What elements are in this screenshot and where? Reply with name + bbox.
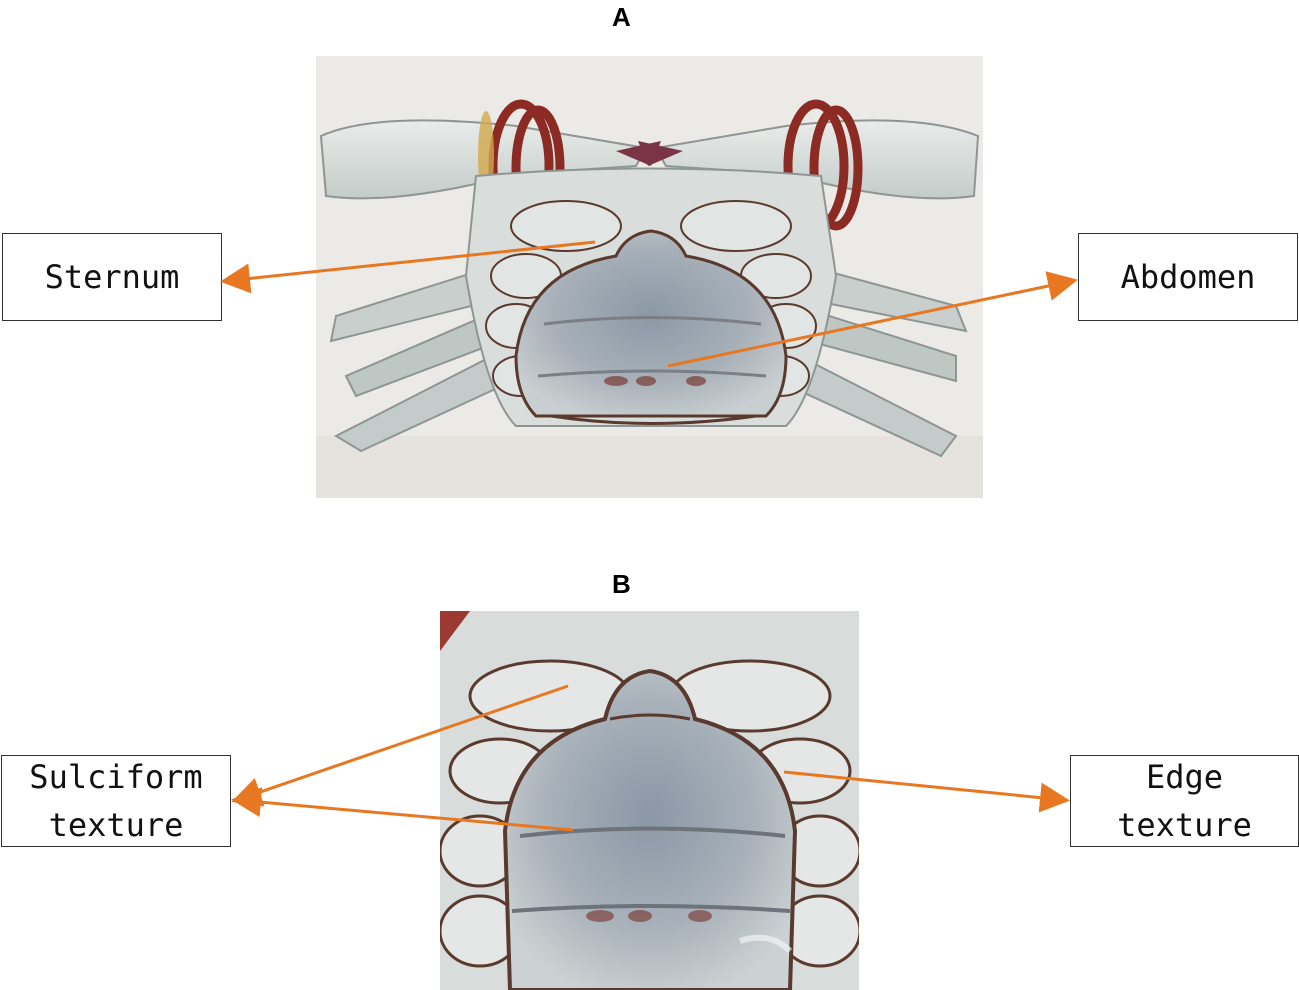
panel-b-letter: B [612,569,631,599]
panel-a-letter: A [612,2,631,32]
crab-abdomen-closeup-icon [440,611,859,990]
edge-texture-label-box: Edge texture [1070,755,1299,847]
sternum-label-box: Sternum [2,233,222,321]
abdomen-label-box: Abdomen [1078,233,1298,321]
sulciform-texture-label-box: Sulciform texture [1,755,231,847]
crab-ventral-photo-icon [316,56,983,498]
